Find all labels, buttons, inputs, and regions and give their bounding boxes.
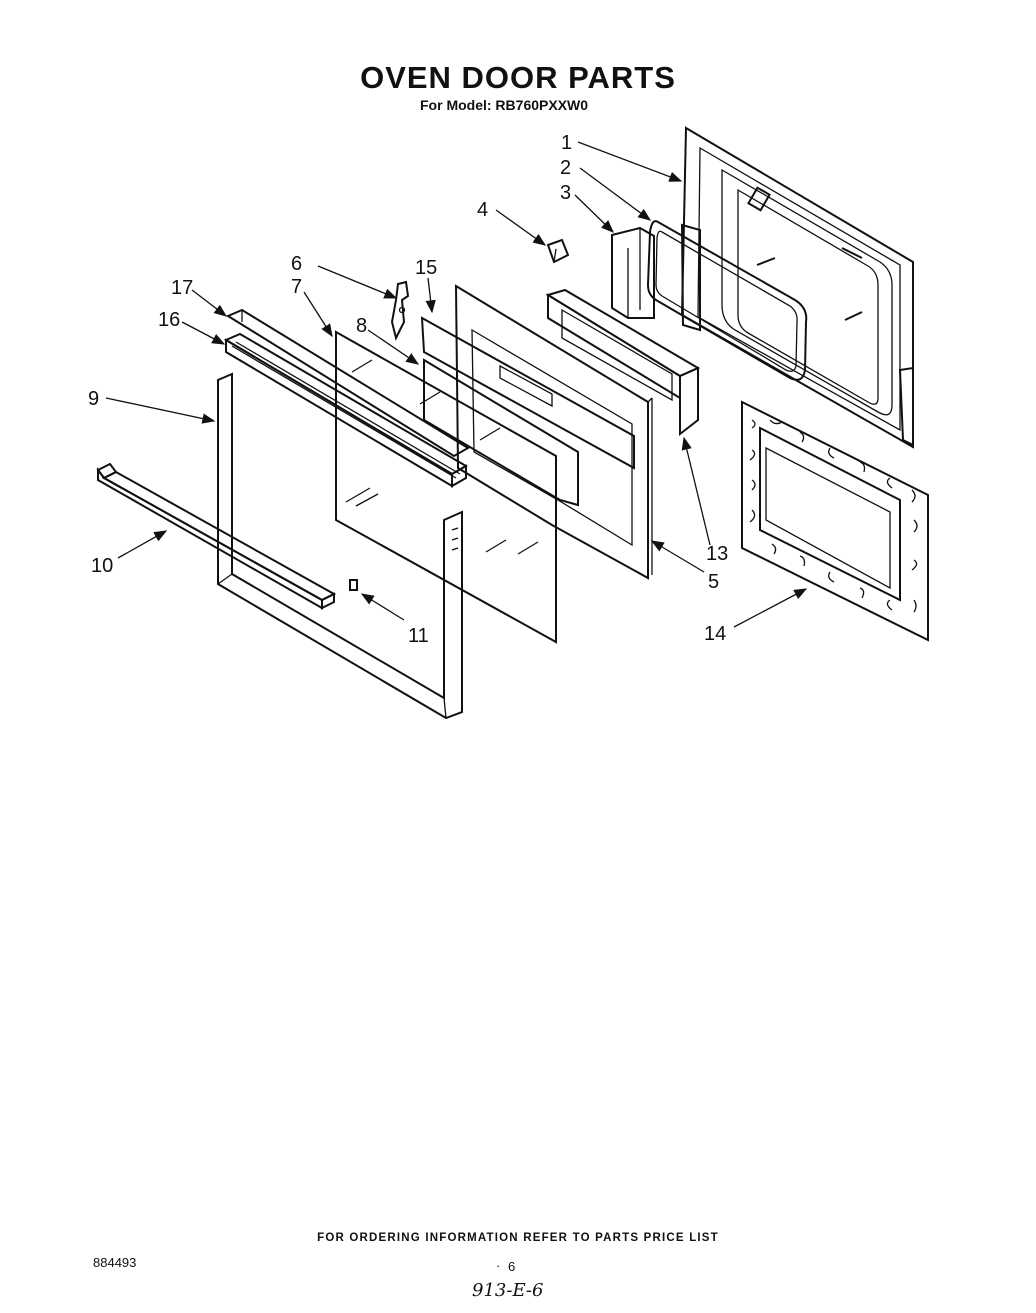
part-11-clip <box>349 579 358 591</box>
callout-6: 6 <box>291 253 302 275</box>
ordering-note: FOR ORDERING INFORMATION REFER TO PARTS … <box>317 1232 719 1244</box>
callout-16: 16 <box>158 309 180 331</box>
part-5-window-frame <box>454 284 653 580</box>
callout-labels: 1 2 3 4 5 6 7 8 9 10 11 13 14 15 17 16 <box>88 132 728 647</box>
callout-1: 1 <box>561 132 572 154</box>
callout-14: 14 <box>704 623 726 645</box>
part-3-bracket <box>611 226 655 319</box>
part-4-clip <box>546 238 570 264</box>
page-prefix: · <box>496 1258 501 1273</box>
callout-9: 9 <box>88 388 99 410</box>
callout-4: 4 <box>477 199 488 221</box>
callout-2: 2 <box>560 157 571 179</box>
diagram-title: OVEN DOOR PARTS <box>360 60 676 95</box>
part-8-inner-glass <box>423 358 579 507</box>
part-2-gasket <box>646 220 808 381</box>
part-1-inner-door-panel <box>680 126 914 449</box>
part-9-outer-frame <box>217 372 463 720</box>
callout-3: 3 <box>560 182 571 204</box>
leader-lines <box>105 141 808 628</box>
handwritten-code: 913-E-6 <box>472 1280 544 1301</box>
model-line: For Model: RB760PXXW0 <box>420 97 589 113</box>
callout-5: 5 <box>708 571 719 593</box>
page-number: 6 <box>508 1259 516 1274</box>
part-6-latch <box>390 280 410 341</box>
part-13-insulation-box <box>545 288 701 437</box>
part-14-insulation-block <box>741 400 929 642</box>
part-7-door-glass <box>335 330 557 644</box>
callout-15: 15 <box>415 257 437 279</box>
callout-10: 10 <box>91 555 113 577</box>
part-15-glass-strip <box>420 316 635 470</box>
callout-7: 7 <box>291 276 302 298</box>
callout-11: 11 <box>408 625 429 647</box>
callout-8: 8 <box>356 315 367 337</box>
document-number: 884493 <box>93 1255 137 1270</box>
part-16-vent-channel <box>223 332 468 488</box>
part-10-handle <box>96 462 337 610</box>
callout-17: 17 <box>171 277 193 299</box>
callout-13: 13 <box>706 543 728 565</box>
part-17-top-trim <box>225 308 470 458</box>
